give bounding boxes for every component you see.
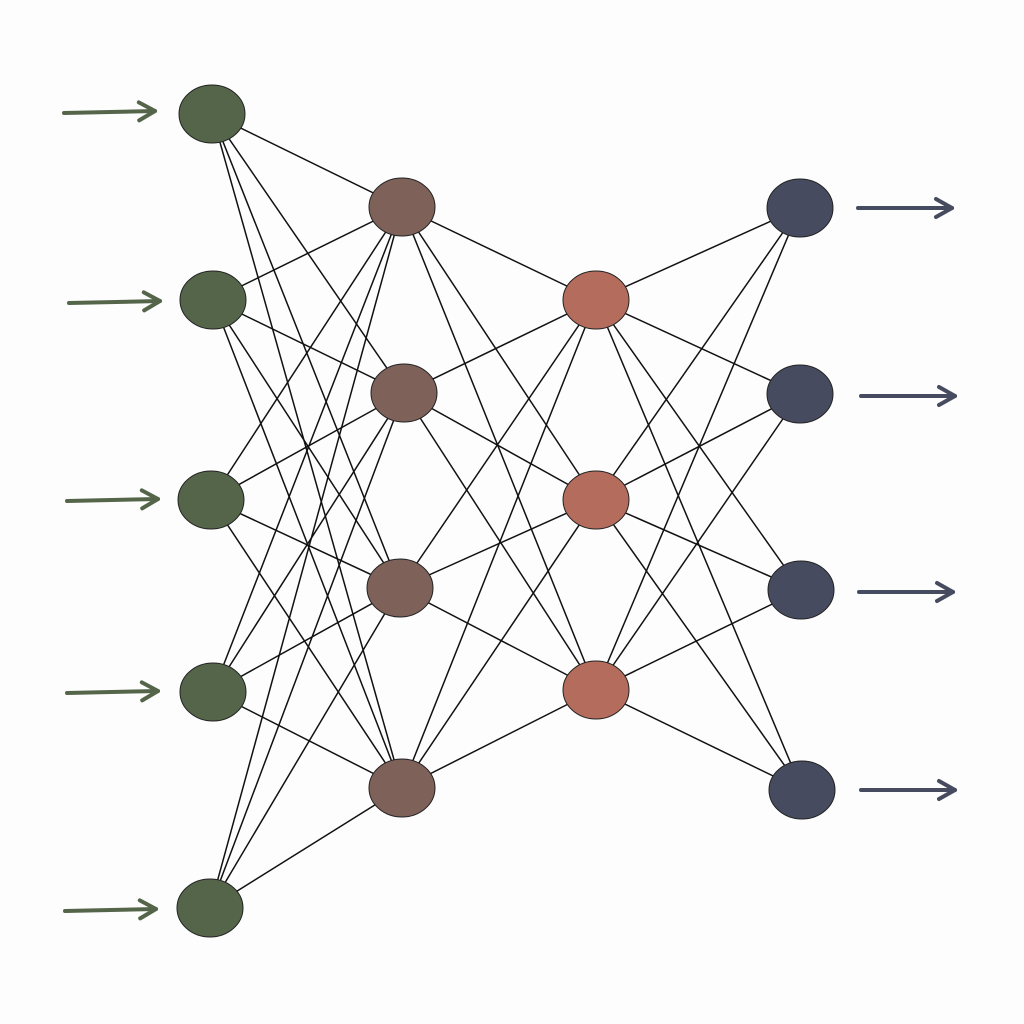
output-arrow-4 [859, 779, 957, 801]
edge-input-4-to-hidden-1-2 [212, 392, 405, 693]
output-arrow-1 [856, 197, 954, 219]
input-arrow-4-head [139, 680, 160, 703]
edge-input-3-to-hidden-1-1 [210, 206, 403, 501]
edge-input-2-to-hidden-1-3 [212, 299, 401, 589]
node-input-2 [179, 270, 247, 330]
node-output-2 [766, 364, 834, 424]
edge-input-3-to-hidden-1-4 [210, 499, 403, 789]
edge-hidden-1-1-to-hidden-2-1 [401, 206, 597, 301]
edge-hidden-1-2-to-hidden-2-1 [403, 299, 597, 394]
edge-hidden-2-3-to-output-3 [595, 589, 802, 691]
edge-hidden-2-1-to-output-2 [595, 299, 801, 395]
edge-input-5-to-hidden-1-4 [209, 787, 403, 909]
node-input-3 [177, 470, 245, 530]
node-input-5 [176, 878, 244, 938]
edge-hidden-1-4-to-hidden-2-1 [401, 299, 597, 789]
input-arrow-2-head [141, 290, 162, 313]
edge-input-1-to-hidden-1-3 [211, 113, 401, 589]
input-arrow-5-head [137, 898, 158, 921]
edge-input-2-to-hidden-1-1 [212, 206, 403, 301]
node-hidden-2-2 [562, 470, 630, 530]
input-arrow-5 [63, 898, 158, 921]
edge-input-3-to-hidden-1-2 [210, 392, 405, 501]
node-output-3 [767, 560, 835, 620]
node-output-1 [766, 178, 834, 238]
edge-hidden-2-2-to-output-1 [595, 207, 801, 501]
input-arrow-3 [65, 488, 160, 511]
output-arrow-3 [857, 581, 955, 603]
edge-hidden-1-4-to-hidden-2-2 [401, 499, 597, 789]
input-arrow-1-head [136, 100, 157, 123]
edge-input-2-to-hidden-1-2 [212, 299, 405, 394]
edge-hidden-2-2-to-output-2 [595, 393, 801, 501]
edge-hidden-2-3-to-output-1 [595, 207, 801, 691]
output-arrow-3-head [935, 581, 955, 603]
edge-hidden-2-1-to-output-3 [595, 299, 802, 591]
connections [209, 113, 803, 909]
input-arrow-2 [67, 290, 162, 313]
input-arrow-4 [65, 680, 160, 703]
edge-hidden-1-3-to-hidden-2-1 [399, 299, 597, 589]
edge-input-5-to-hidden-1-1 [209, 206, 403, 909]
node-hidden-1-3 [366, 558, 434, 618]
input-arrow-1 [62, 100, 157, 123]
edge-input-3-to-hidden-1-3 [210, 499, 401, 589]
node-hidden-2-3 [562, 660, 630, 720]
edge-input-4-to-hidden-1-4 [212, 691, 403, 789]
node-hidden-2-1 [562, 270, 630, 330]
edge-hidden-1-2-to-hidden-2-2 [403, 392, 597, 501]
edge-input-5-to-hidden-1-3 [209, 587, 401, 909]
input-arrow-1-shaft [62, 109, 157, 115]
node-hidden-1-4 [368, 758, 436, 818]
edge-hidden-2-2-to-output-4 [595, 499, 803, 791]
input-arrow-2-shaft [67, 299, 162, 305]
output-arrow-4-head [937, 779, 957, 801]
node-hidden-1-2 [370, 363, 438, 423]
edge-input-1-to-hidden-1-1 [211, 113, 403, 208]
input-arrow-4-shaft [65, 689, 160, 695]
input-arrow-3-head [139, 488, 160, 511]
edge-input-4-to-hidden-1-1 [212, 206, 403, 693]
node-output-4 [768, 760, 836, 820]
nodes [176, 84, 836, 938]
edge-input-4-to-hidden-1-3 [212, 587, 401, 693]
arrows [62, 100, 957, 921]
edge-hidden-2-2-to-output-3 [595, 499, 802, 591]
node-input-4 [179, 662, 247, 722]
edge-hidden-2-3-to-output-4 [595, 689, 803, 791]
output-arrow-1-head [934, 197, 954, 219]
input-arrow-3-shaft [65, 497, 160, 503]
node-hidden-1-1 [368, 177, 436, 237]
input-arrow-5-shaft [63, 907, 158, 913]
edge-hidden-1-3-to-hidden-2-2 [399, 499, 597, 589]
edge-hidden-1-1-to-hidden-2-2 [401, 206, 597, 501]
edge-hidden-1-3-to-hidden-2-3 [399, 587, 597, 691]
edge-input-5-to-hidden-1-2 [209, 392, 405, 909]
edge-hidden-2-3-to-output-2 [595, 393, 801, 691]
edge-hidden-2-1-to-output-1 [595, 207, 801, 301]
edge-hidden-1-1-to-hidden-2-3 [401, 206, 597, 691]
output-arrow-2 [859, 385, 957, 407]
edge-hidden-1-4-to-hidden-2-3 [401, 689, 597, 789]
output-arrow-2-head [937, 385, 957, 407]
node-input-1 [178, 84, 246, 144]
